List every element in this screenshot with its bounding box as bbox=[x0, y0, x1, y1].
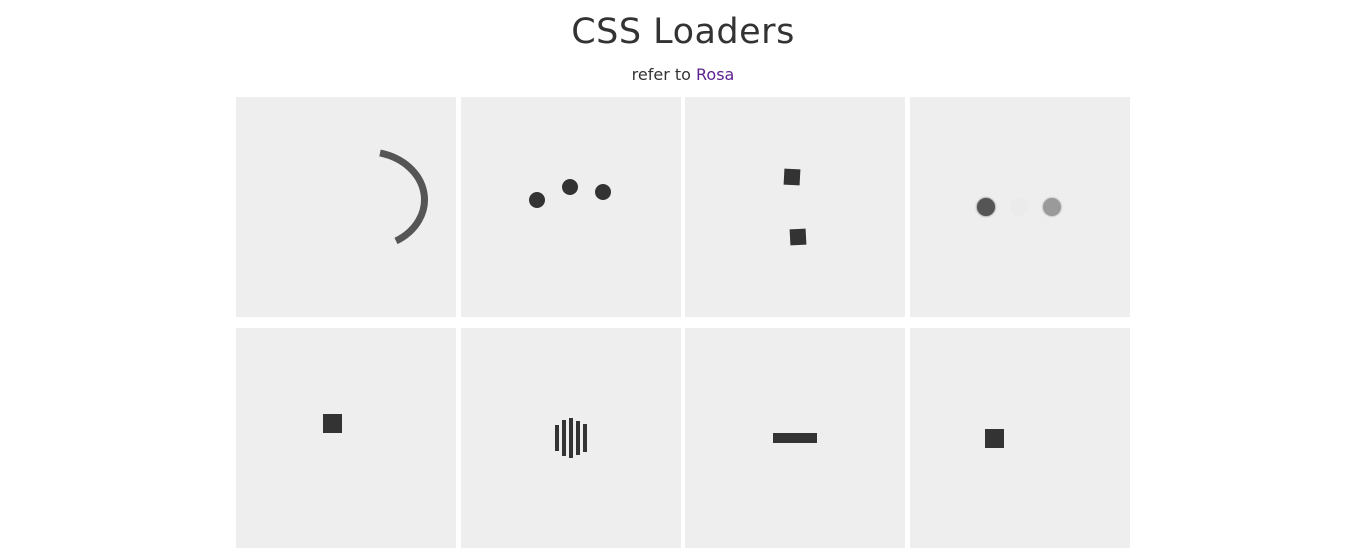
dot bbox=[1010, 198, 1028, 216]
loader-cell-6 bbox=[461, 328, 681, 548]
square bbox=[789, 228, 807, 246]
loader-cell-8 bbox=[910, 328, 1130, 548]
loader-cell-4 bbox=[910, 97, 1130, 317]
sliding-square-icon bbox=[985, 429, 1004, 448]
bar bbox=[583, 424, 587, 452]
dot bbox=[1043, 198, 1061, 216]
subtitle-prefix: refer to bbox=[631, 65, 697, 84]
rosa-link[interactable]: Rosa bbox=[696, 65, 735, 84]
page-subtitle: refer to Rosa bbox=[0, 64, 1366, 86]
spinner-arc-icon bbox=[379, 149, 428, 245]
bar bbox=[569, 418, 573, 458]
dot bbox=[529, 192, 545, 208]
page-title: CSS Loaders bbox=[571, 12, 795, 52]
line-bar-icon bbox=[773, 433, 817, 443]
bar bbox=[562, 420, 566, 456]
dot bbox=[595, 184, 611, 200]
moving-square-icon bbox=[323, 414, 342, 433]
dot bbox=[562, 179, 578, 195]
loader-cell-3 bbox=[685, 97, 905, 317]
loader-cell-2 bbox=[461, 97, 681, 317]
bar bbox=[555, 425, 559, 451]
dot bbox=[977, 198, 995, 216]
loader-cell-1 bbox=[236, 97, 456, 317]
loader-cell-7 bbox=[685, 328, 905, 548]
loader-cell-5 bbox=[236, 328, 456, 548]
bar bbox=[576, 421, 580, 455]
square bbox=[783, 168, 801, 186]
